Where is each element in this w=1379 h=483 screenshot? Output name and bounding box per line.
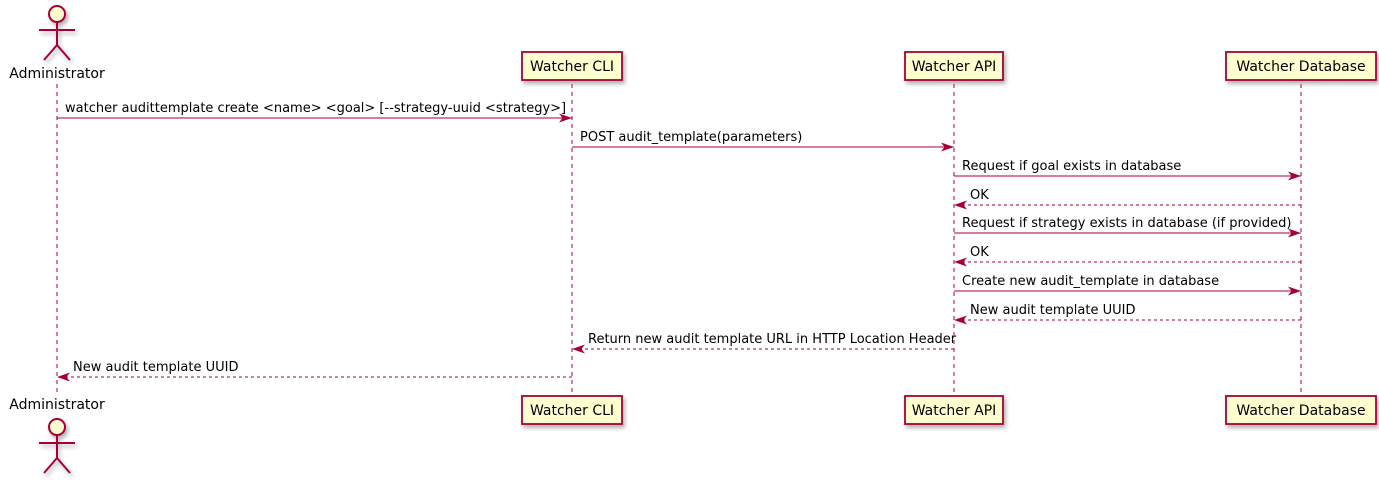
participant-label-watcher-cli-bottom: Watcher CLI	[530, 403, 614, 419]
participant-box-watcher-database-top	[1225, 51, 1377, 81]
participant-box-watcher-cli-bottom	[521, 395, 623, 425]
message-arrowhead	[572, 344, 585, 354]
message-arrowhead	[954, 257, 967, 267]
message-label: POST audit_template(parameters)	[580, 130, 802, 145]
message-arrowhead	[941, 142, 954, 152]
participant-label-watcher-cli-top: Watcher CLI	[530, 59, 614, 75]
message-label: New audit template UUID	[970, 303, 1135, 318]
message-arrowhead	[954, 315, 967, 325]
participant-label-watcher-api-top: Watcher API	[912, 59, 997, 75]
participant-box-watcher-api-bottom	[904, 395, 1004, 425]
message-label: OK	[970, 245, 989, 260]
message-label: Request if strategy exists in database (…	[962, 216, 1291, 231]
participant-box-watcher-api-top	[904, 51, 1004, 81]
message-arrowhead	[559, 113, 572, 123]
message-arrowhead	[57, 372, 70, 382]
message-label: Create new audit_template in database	[962, 274, 1219, 289]
participant-label-watcher-database-top: Watcher Database	[1236, 59, 1365, 75]
message-label: OK	[970, 188, 989, 203]
participant-label-watcher-database-bottom: Watcher Database	[1236, 403, 1365, 419]
participant-box-watcher-cli-top	[521, 51, 623, 81]
actor-icon-administrator-bottom	[39, 418, 75, 474]
message-label: New audit template UUID	[73, 360, 238, 375]
message-arrowhead	[954, 200, 967, 210]
participant-box-watcher-database-bottom	[1225, 395, 1377, 425]
message-label: watcher audittemplate create <name> <goa…	[65, 101, 566, 116]
message-label: Request if goal exists in database	[962, 159, 1181, 174]
participant-label-administrator-top: Administrator	[9, 66, 105, 82]
participant-label-administrator-bottom: Administrator	[9, 397, 105, 413]
message-arrowhead	[1288, 286, 1301, 296]
participant-label-watcher-api-bottom: Watcher API	[912, 403, 997, 419]
message-arrowhead	[1288, 171, 1301, 181]
actor-icon-administrator-top	[39, 5, 75, 61]
message-arrowhead	[1288, 228, 1301, 238]
message-label: Return new audit template URL in HTTP Lo…	[588, 332, 957, 347]
